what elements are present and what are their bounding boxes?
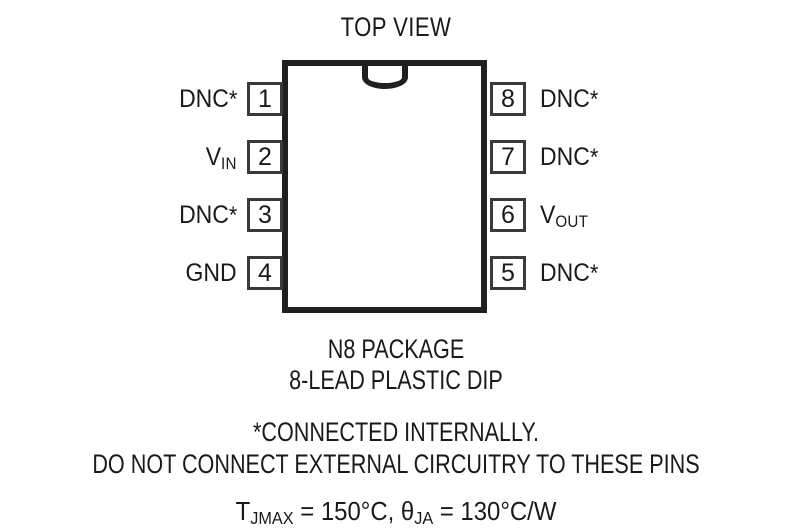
pin-label-8-text: DNC (540, 85, 590, 113)
package-diagram: 1 DNC* 2 VIN 3 DNC* 4 GND 8 DNC* 7 DNC* … (179, 60, 598, 313)
pin-number-box-8: 8 (490, 82, 526, 116)
pin-label-7-text: DNC (540, 143, 590, 171)
package-body-outline (282, 60, 487, 313)
pin-label-2: VIN (206, 140, 237, 177)
theta-ja-subscript: JA (414, 508, 434, 529)
pin-label-6-text: V (540, 201, 556, 229)
pin-label-2-subscript: IN (221, 154, 237, 173)
pin-number-box-3: 3 (247, 198, 283, 232)
pin-label-6: VOUT (540, 198, 588, 235)
pin-label-6-subscript: OUT (555, 212, 589, 231)
pin-label-4-text: GND (185, 259, 237, 287)
pin-label-3: DNC* (179, 198, 237, 233)
pin-number-box-1: 1 (247, 82, 283, 116)
pin-label-1-asterisk: * (228, 86, 237, 113)
lead-type-caption: 8-LEAD PLASTIC DIP (289, 365, 503, 395)
page-title: TOP VIEW (340, 12, 452, 42)
pin-number-box-6: 6 (490, 198, 526, 232)
pin-number-box-7: 7 (490, 140, 526, 174)
caption-block: N8 PACKAGE 8-LEAD PLASTIC DIP *CONNECTED… (0, 330, 792, 531)
pin-label-1: DNC* (179, 82, 237, 117)
package-notch-icon (361, 66, 408, 89)
pin-label-4: GND (186, 256, 237, 290)
pin-label-3-asterisk: * (228, 202, 237, 229)
pin-label-1-text: DNC (178, 85, 229, 113)
pin-label-5-asterisk: * (589, 260, 599, 287)
pin-number-box-5: 5 (490, 256, 526, 290)
pin-number-box-2: 2 (247, 140, 283, 174)
theta-ja-symbol: θ (400, 496, 415, 526)
pin-label-8: DNC* (540, 82, 598, 117)
pin-label-5: DNC* (540, 256, 598, 291)
tjmax-value: = 150°C, (293, 496, 401, 526)
theta-ja-value: = 130°C/W (433, 496, 557, 526)
tjmax-symbol: T (235, 496, 251, 526)
pin-label-5-text: DNC (540, 259, 590, 287)
pin-label-8-asterisk: * (589, 86, 599, 113)
footnote-do-not-connect: DO NOT CONNECT EXTERNAL CIRCUITRY TO THE… (92, 449, 700, 479)
pin-number-box-4: 4 (247, 256, 283, 290)
footnote-connected-internally: *CONNECTED INTERNALLY. (252, 417, 540, 447)
pin-label-3-text: DNC (178, 201, 229, 229)
pin-label-2-text: V (205, 143, 222, 171)
pin-label-7: DNC* (540, 140, 598, 175)
thermal-specification: TJMAX = 150°C, θJA = 130°C/W (32, 494, 761, 531)
tjmax-subscript: JMAX (250, 508, 294, 529)
package-name-caption: N8 PACKAGE (327, 334, 465, 364)
pin-label-7-asterisk: * (589, 144, 599, 171)
